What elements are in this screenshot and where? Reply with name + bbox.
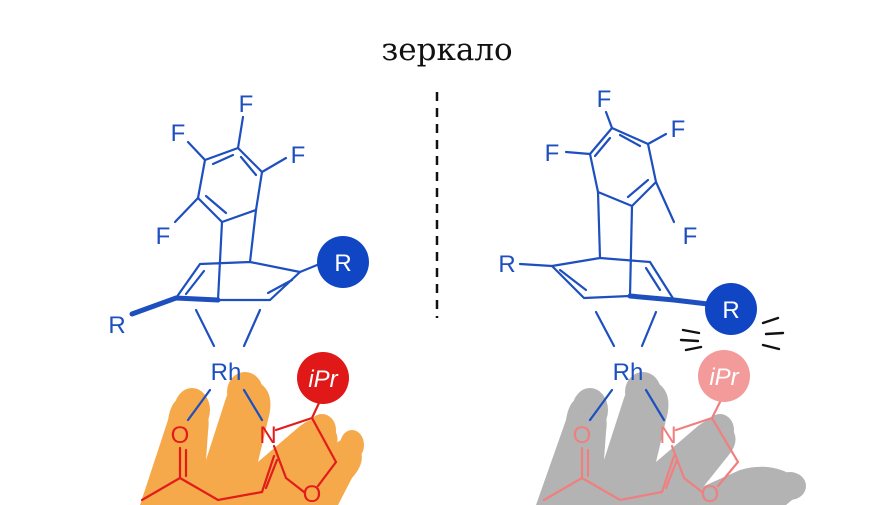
right-fluoroarene-ring [588, 126, 658, 208]
left-carbonyl-o-label: O [171, 422, 190, 449]
right-r-label: R [498, 251, 515, 278]
left-f-label: F [291, 142, 306, 169]
left-r-label: R [108, 312, 125, 339]
right-ipr-label: iPr [709, 364, 739, 391]
left-f-label: F [239, 91, 254, 118]
steric-clash-marks [679, 316, 785, 352]
right-f-label: F [545, 140, 560, 167]
right-complex: R R F F F F Rh iPr O N O [498, 86, 806, 505]
right-rh-label: Rh [613, 359, 644, 386]
right-oxazoline [670, 396, 740, 494]
left-complex: R R F F F F Rh iPr O N O [108, 91, 369, 505]
left-ipr-label: iPr [308, 366, 338, 393]
right-ipr-circle [698, 350, 750, 402]
left-r-circle [317, 236, 369, 288]
left-f-label: F [156, 223, 171, 250]
right-r-circle-label: R [722, 297, 739, 324]
right-f-label: F [683, 223, 698, 250]
left-ipr-circle [297, 352, 349, 404]
right-f-label: F [671, 116, 686, 143]
right-n-label: N [659, 422, 676, 449]
left-n-label: N [259, 422, 276, 449]
left-wedge-bond [129, 295, 221, 317]
left-f-label: F [171, 120, 186, 147]
right-ring-o-label: O [701, 481, 720, 505]
left-ring-o-label: O [303, 481, 322, 505]
right-f-label: F [597, 86, 612, 113]
left-rh-label: Rh [211, 359, 242, 386]
right-wedge-bond [627, 293, 711, 307]
left-fluoroarene-ring [196, 146, 264, 224]
right-carbonyl-o-label: O [573, 422, 592, 449]
left-r-circle-label: R [334, 250, 351, 277]
right-hand [536, 372, 806, 505]
mirror-title: зеркало [381, 32, 512, 68]
right-r-circle [705, 283, 757, 335]
